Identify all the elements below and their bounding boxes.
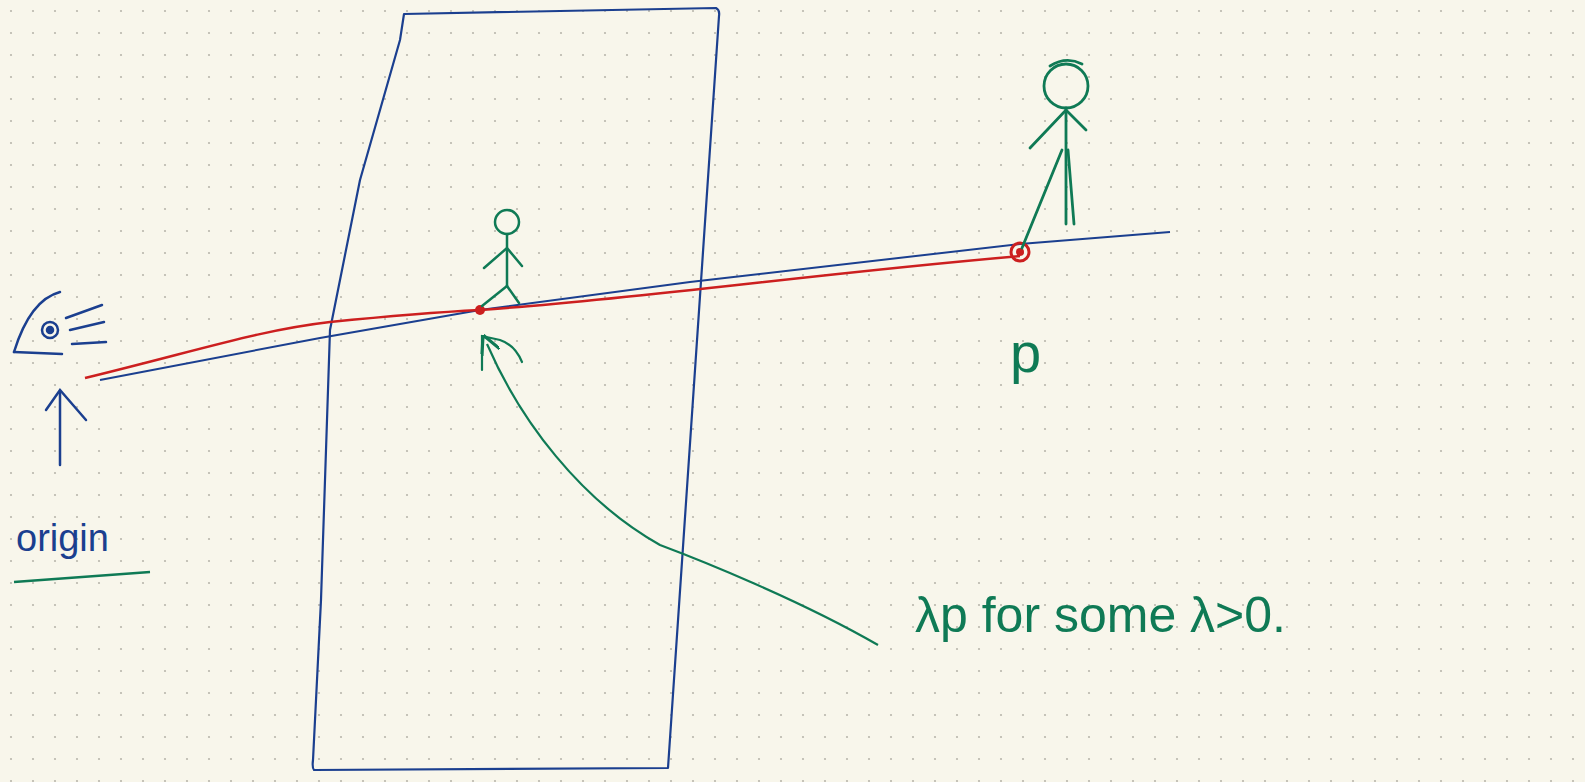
point-label: p (1010, 322, 1041, 384)
origin-label: origin (16, 518, 109, 560)
underline (14, 572, 150, 582)
image-plane (313, 8, 720, 770)
scene-point (1011, 243, 1029, 261)
leader-head (482, 336, 522, 370)
eye-symbol (14, 292, 106, 354)
large-figure (1022, 60, 1088, 248)
scaled-point-label: λp for some λ>0. (915, 588, 1286, 643)
small-figure (482, 210, 522, 306)
projected-point (475, 305, 485, 315)
leader-line (487, 344, 878, 645)
origin-arrow (46, 390, 86, 465)
scene-point-dot (1016, 248, 1024, 256)
red-ray (85, 256, 1020, 378)
projection-ray (100, 232, 1170, 380)
